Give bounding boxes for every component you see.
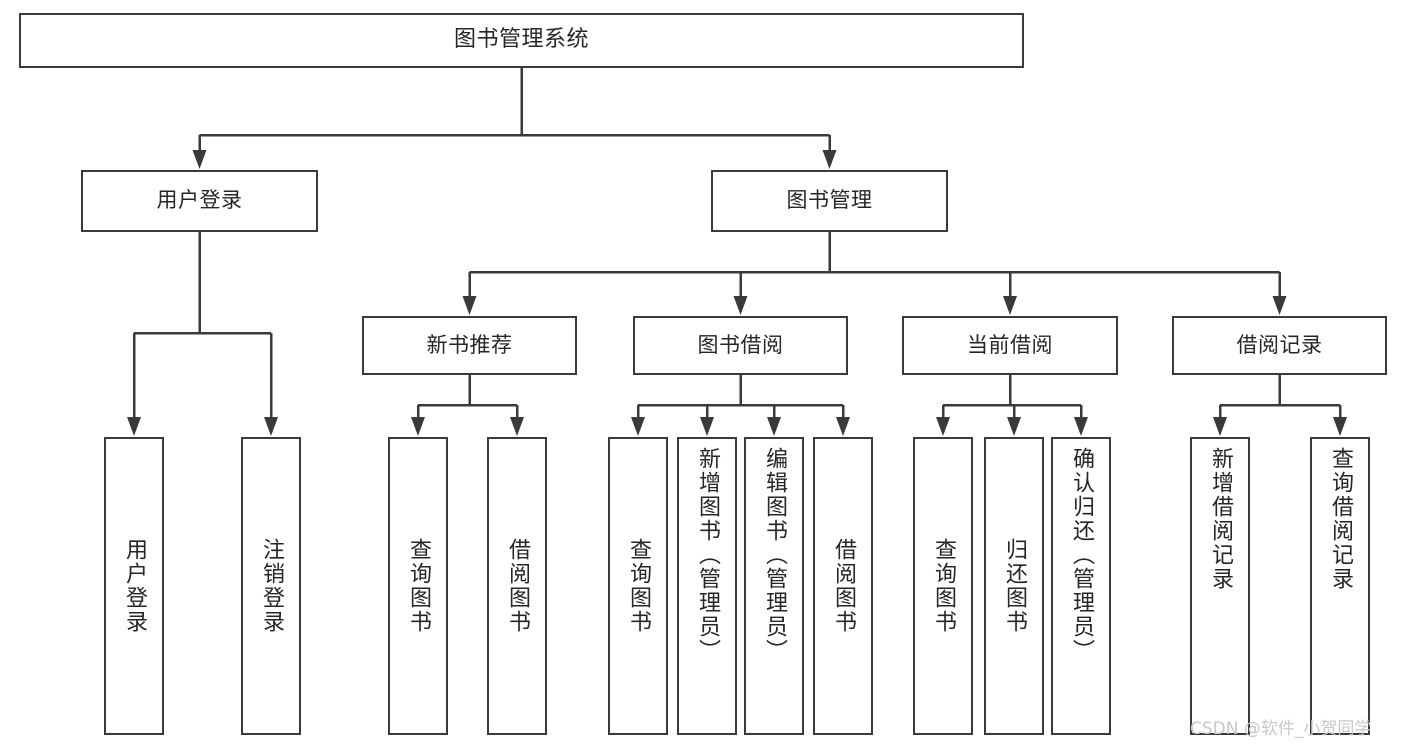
node-label: 借阅图书 [505, 538, 530, 634]
node-label: 确认归还（管理员） [1069, 447, 1094, 663]
node-book-manage: 图书管理 [711, 170, 948, 232]
node-label: 用户登录 [122, 538, 147, 634]
node-leaf-query-book-1: 查询图书 [388, 437, 448, 735]
node-borrow-record: 借阅记录 [1172, 316, 1387, 375]
node-leaf-borrow-book-1: 借阅图书 [487, 437, 547, 735]
node-root: 图书管理系统 [19, 13, 1024, 68]
node-leaf-confirm-return: 确认归还（管理员） [1051, 437, 1111, 735]
node-book-borrow: 图书借阅 [633, 316, 848, 375]
node-leaf-logout: 注销登录 [241, 437, 301, 735]
node-label: 查询借阅记录 [1328, 447, 1353, 591]
node-label: 借阅图书 [831, 538, 856, 634]
node-label: 图书管理 [786, 188, 873, 213]
node-leaf-query-book-2: 查询图书 [608, 437, 668, 735]
node-label: 归还图书 [1002, 538, 1027, 634]
csdn-watermark: CSDN @软件_小贺同学 [1190, 719, 1372, 739]
node-new-book-rec: 新书推荐 [362, 316, 577, 375]
node-leaf-query-record: 查询借阅记录 [1310, 437, 1370, 735]
node-current-borrow: 当前借阅 [902, 316, 1118, 375]
node-leaf-user-login: 用户登录 [104, 437, 164, 735]
node-label: 编辑图书（管理员） [762, 447, 787, 663]
node-label: 用户登录 [156, 188, 243, 213]
node-leaf-add-book: 新增图书（管理员） [677, 437, 737, 735]
node-user-login: 用户登录 [81, 170, 318, 232]
node-leaf-add-record: 新增借阅记录 [1190, 437, 1250, 735]
node-leaf-return-book: 归还图书 [984, 437, 1044, 735]
node-label: 查询图书 [931, 538, 956, 634]
node-label: 注销登录 [259, 538, 284, 634]
node-label: 图书借阅 [697, 332, 784, 357]
node-label: 查询图书 [626, 538, 651, 634]
node-label: 图书管理系统 [453, 27, 589, 53]
node-label: 新书推荐 [426, 332, 513, 357]
node-leaf-edit-book: 编辑图书（管理员） [744, 437, 804, 735]
node-leaf-borrow-book-2: 借阅图书 [813, 437, 873, 735]
node-label: 新增图书（管理员） [695, 447, 720, 663]
node-leaf-query-book-3: 查询图书 [913, 437, 973, 735]
node-label: 借阅记录 [1236, 332, 1323, 357]
node-label: 新增借阅记录 [1208, 447, 1233, 591]
node-label: 当前借阅 [967, 332, 1053, 357]
node-label: 查询图书 [406, 538, 431, 634]
